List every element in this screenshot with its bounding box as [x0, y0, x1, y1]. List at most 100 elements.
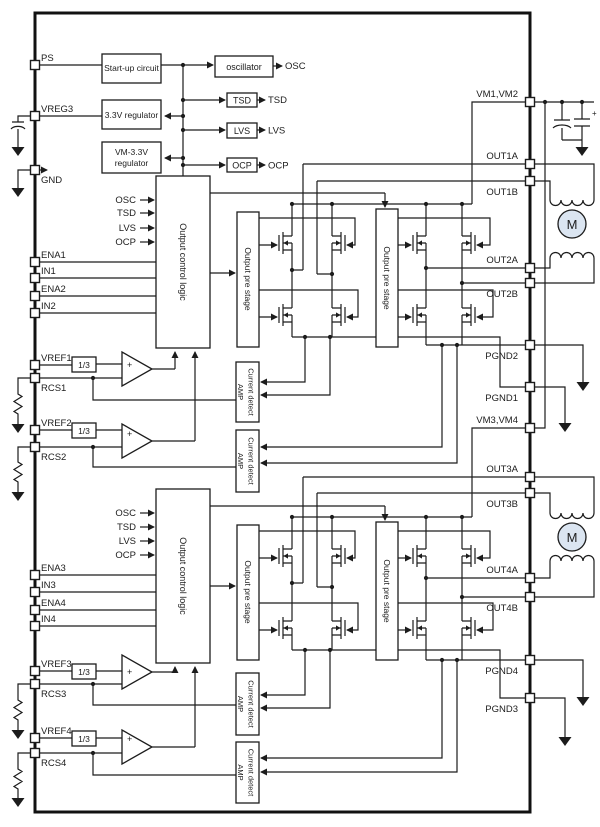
pin-label-VREF1: VREF1	[41, 353, 72, 364]
pin-label-OUT1B: OUT1B	[486, 187, 518, 198]
amp-label-4b: AMP	[236, 764, 245, 780]
pin-IN2: IN2	[29, 301, 56, 319]
pin-label-PGND3: PGND3	[485, 704, 518, 715]
pin-label-PGND4: PGND4	[485, 666, 518, 677]
osc-input-label-1: OSC	[115, 195, 136, 206]
osc-input-label-2: OSC	[115, 508, 136, 519]
comparator-plus-1: +	[127, 360, 132, 370]
pin-OUT2B: OUT2B	[486, 277, 536, 300]
mosfet-3	[278, 304, 293, 326]
reg33-label: 3.3V regulator	[105, 110, 159, 120]
amp-label-1a: Current detect	[247, 368, 256, 416]
block-output-pre-stage-4: Output pre stage	[375, 521, 399, 661]
regvm-label-1: VM-3.3V	[115, 147, 148, 157]
pin-label-RCS4: RCS4	[41, 758, 66, 769]
block-current-detect-amp-1: Current detect AMP	[235, 361, 260, 423]
pin-GND: GND	[29, 164, 62, 186]
pin-label-OUT4B: OUT4B	[486, 603, 518, 614]
mosfet-2	[331, 232, 346, 254]
pin-OUT4A: OUT4A	[486, 565, 536, 584]
ground-symbol-3	[11, 424, 25, 433]
ocp-output-label: OCP	[268, 161, 289, 172]
mosfet-1	[278, 232, 293, 254]
mosfet-16	[461, 617, 476, 639]
pin-RCS1: RCS1	[29, 372, 66, 394]
block-output-control-logic-2: Output control logic	[155, 488, 211, 664]
pin-label-OUT1A: OUT1A	[486, 151, 518, 162]
pin-label-IN2: IN2	[41, 301, 56, 312]
block-current-detect-amp-2: Current detect AMP	[235, 429, 260, 493]
pre-stage-label-3: Output pre stage	[243, 560, 253, 624]
mosfet-transistors	[278, 232, 476, 639]
motor-1: M	[557, 209, 587, 239]
pin-VREF2: VREF2	[29, 418, 72, 436]
pin-label-ENA2: ENA2	[41, 284, 66, 295]
pin-label-RCS2: RCS2	[41, 452, 66, 463]
ground-symbol-9	[558, 423, 572, 432]
osc-output-label: OSC	[285, 61, 306, 72]
ocp-label: OCP	[232, 161, 252, 171]
comparator-plus-3: +	[127, 667, 132, 677]
pin-OUT4B: OUT4B	[486, 591, 536, 614]
pin-label-VREF2: VREF2	[41, 418, 72, 429]
pin-label-ENA1: ENA1	[41, 250, 66, 261]
wire-top-bus	[92, 64, 385, 776]
block-output-pre-stage-3: Output pre stage	[236, 524, 260, 661]
ic-boundary	[33, 11, 532, 814]
pin-label-PS: PS	[41, 53, 54, 64]
pin-VREF3: VREF3	[29, 659, 72, 677]
comparator-2	[121, 422, 154, 460]
regvm-label-2: regulator	[115, 158, 149, 168]
ocp-input-label-2: OCP	[115, 550, 136, 561]
mosfet-11	[278, 617, 293, 639]
wire-right-externals	[534, 101, 595, 737]
block-3v3-regulator: 3.3V regulator	[101, 99, 162, 130]
wire-left-externals	[10, 115, 31, 798]
ground-symbol-2	[11, 188, 25, 197]
pin-VREG3: VREG3	[29, 104, 73, 122]
lvs-output-label: LVS	[268, 126, 285, 137]
pin-label-RCS1: RCS1	[41, 383, 66, 394]
block-current-detect-amp-4: Current detect AMP	[235, 741, 260, 804]
pin-label-IN1: IN1	[41, 266, 56, 277]
block-divider-1: 1/3	[71, 356, 97, 373]
startup-label: Start-up circuit	[104, 63, 159, 73]
pin-label-ENA3: ENA3	[41, 563, 66, 574]
pin-ENA4: ENA4	[29, 598, 66, 616]
pin-OUT3B: OUT3B	[486, 487, 536, 510]
block-vm-3v3-regulator: VM-3.3V regulator	[101, 141, 162, 174]
tsd-label: TSD	[233, 96, 252, 106]
ocp-input-label-1: OCP	[115, 237, 136, 248]
amp-label-4a: Current detect	[247, 749, 256, 797]
ground-symbol-4	[11, 492, 25, 501]
pin-label-OUT2B: OUT2B	[486, 289, 518, 300]
capacitor-polarity-mark: +	[592, 109, 597, 118]
mosfet-14	[461, 545, 476, 567]
pin-label-GND: GND	[41, 175, 62, 186]
amp-label-3b: AMP	[236, 696, 245, 712]
block-divider-4: 1/3	[71, 730, 97, 747]
mosfet-4	[331, 304, 346, 326]
pin-label-OUT2A: OUT2A	[486, 255, 518, 266]
motor-winding-coils	[549, 199, 595, 562]
amp-label-2b: AMP	[236, 453, 245, 469]
pin-IN4: IN4	[29, 614, 56, 632]
signal-labels: OSC TSD LVS OCP OSC TSD LVS OCP OSC TSD …	[115, 61, 305, 561]
pin-label-VREF4: VREF4	[41, 726, 72, 737]
block-ocp: OCP	[226, 157, 258, 173]
mosfet-9	[278, 545, 293, 567]
control-logic-label-1: Output control logic	[178, 223, 188, 301]
pin-PGND3: PGND3	[485, 692, 536, 715]
comparator-1	[121, 350, 154, 388]
pin-label-ENA4: ENA4	[41, 598, 66, 609]
comparator-plus-2: +	[127, 429, 132, 439]
motor-2-label: M	[567, 530, 578, 545]
pin-label-VREG3: VREG3	[41, 104, 73, 115]
pin-label-VREF3: VREF3	[41, 659, 72, 670]
ground-symbol-5	[11, 730, 25, 739]
block-oscillator: oscillator	[214, 55, 274, 78]
motor-1-label: M	[567, 217, 578, 232]
amp-label-3a: Current detect	[247, 680, 256, 728]
pin-VREF1: VREF1	[29, 353, 72, 371]
